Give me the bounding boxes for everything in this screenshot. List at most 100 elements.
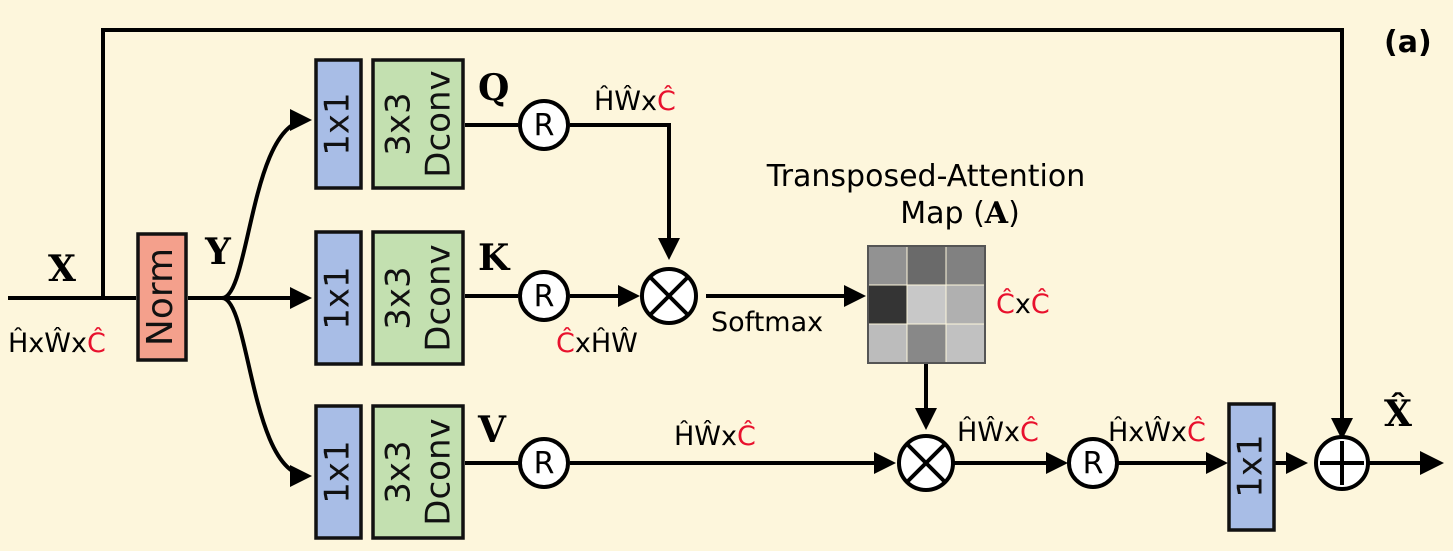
arrow-output [1420, 451, 1444, 475]
v-conv1x1-box [314, 404, 363, 540]
arrow-q-mult [658, 238, 680, 260]
arrow-r-final [1046, 452, 1068, 474]
v-dconv-label-2: Dconv [419, 418, 459, 525]
k-reshape-node [518, 270, 570, 322]
arrow-k [290, 287, 312, 309]
attention-cell-0-2 [945, 245, 986, 286]
branch-k: 1x1 3x3 Dconv K R [314, 230, 570, 366]
k-out-dims-accent: Ĉ [556, 327, 575, 359]
input-dims-accent: Ĉ [87, 327, 106, 359]
attention-cell-2-1 [906, 323, 947, 364]
q-r-to-mult [570, 123, 671, 252]
q-reshape-label: R [534, 109, 555, 144]
mult2-out-dims: ĤŴxĈ [957, 416, 1039, 448]
q-conv1x1-label: 1x1 [318, 92, 358, 155]
attention-title-symbol: A [984, 196, 1009, 231]
attention-map-grid [867, 245, 986, 364]
attn-map-dims-mid: x [1015, 289, 1031, 320]
v-reshape-label: R [534, 447, 555, 482]
attn-map-dims: ĈxĈ [996, 288, 1050, 320]
norm-label: Norm [140, 248, 181, 346]
y-symbol: Y [204, 231, 232, 273]
softmax-label: Softmax [711, 307, 823, 338]
k-conv1x1-box [314, 230, 363, 366]
input-symbol: X [48, 248, 76, 290]
branch-q-curve [221, 118, 309, 300]
k-out-dims: ĈxĤŴ [556, 327, 638, 359]
k-out-dims-suffix: xĤŴ [575, 327, 638, 359]
k-dconv-box [371, 230, 465, 366]
k-conv1x1-label: 1x1 [318, 266, 358, 329]
k-reshape-label: R [534, 280, 555, 315]
skip-connection [101, 28, 1344, 432]
multiply-qk [640, 267, 698, 325]
attention-title-line2: Map (A) [900, 196, 1020, 231]
q-conv1x1-box [314, 58, 363, 190]
norm-box [136, 232, 188, 362]
multiply-av-cross-b [906, 443, 946, 483]
arrow-q [290, 109, 312, 131]
arrow-v [290, 465, 312, 487]
attention-cell-2-2 [945, 323, 986, 364]
arrow-skip-add [1331, 418, 1353, 440]
q-dconv-box [371, 58, 465, 190]
v-conv1x1-label: 1x1 [318, 440, 358, 503]
output-symbol: X̂ [1384, 392, 1412, 435]
v-dconv-label-1: 3x3 [379, 440, 419, 503]
output-conv-box [1227, 402, 1276, 532]
arrow-mult2-top [915, 408, 937, 430]
attention-cell-0-0 [867, 245, 908, 286]
arrow-attn [844, 285, 866, 307]
panel-label: (a) [1384, 25, 1432, 60]
q-out-dims: ĤŴxĈ [594, 85, 676, 117]
branch-q: 1x1 3x3 Dconv Q R [314, 58, 570, 190]
q-symbol: Q [478, 67, 509, 109]
branch-v-curve [221, 296, 309, 478]
add-op [1314, 435, 1370, 491]
attn-map-dims-accent1: Ĉ [996, 288, 1015, 320]
reshape-final-node [1067, 437, 1119, 489]
attention-cell-1-0 [867, 284, 908, 325]
k-symbol: K [478, 237, 511, 279]
attention-cell-0-1 [906, 245, 947, 286]
v-dconv-box [371, 404, 465, 540]
input-dims-prefix: ĤxŴx [8, 327, 87, 359]
mult2-out-dims-prefix: ĤŴx [957, 416, 1020, 448]
arrow-k-mult [618, 285, 640, 307]
arrow-add-left [1286, 452, 1308, 474]
v-symbol: V [477, 409, 507, 451]
v-out-dims-accent: Ĉ [737, 420, 756, 452]
q-out-dims-accent: Ĉ [657, 85, 676, 117]
k-dconv-label-2: Dconv [419, 244, 459, 351]
multiply-qk-cross-b [649, 276, 689, 316]
reshape-final-label: R [1083, 447, 1104, 482]
attention-map-border [867, 245, 986, 364]
norm-block: Norm [136, 232, 188, 362]
attention-cell-2-0 [867, 323, 908, 364]
attention-title-prefix: Map ( [900, 196, 985, 231]
r-out-dims-accent: Ĉ [1187, 416, 1206, 448]
output-conv-label: 1x1 [1231, 434, 1271, 497]
attention-title-suffix: ) [1008, 196, 1020, 231]
q-reshape-node [518, 99, 570, 151]
input-dims: ĤxŴxĈ [8, 327, 106, 359]
attn-map-dims-accent2: Ĉ [1031, 288, 1050, 320]
output-conv: 1x1 [1227, 402, 1276, 532]
reshape-final: R [1067, 437, 1119, 489]
attention-title-line1: Transposed-Attention [766, 159, 1085, 194]
attention-cell-1-2 [945, 284, 986, 325]
q-dconv-label-2: Dconv [419, 70, 459, 177]
v-out-dims-prefix: ĤŴx [674, 420, 737, 452]
arrowheads [290, 109, 1444, 487]
r-out-dims: ĤxŴxĈ [1108, 416, 1206, 448]
arrow-conv-out [1206, 452, 1228, 474]
q-out-dims-prefix: ĤŴx [594, 85, 657, 117]
mult2-out-dims-accent: Ĉ [1020, 416, 1039, 448]
multiply-av [897, 434, 955, 492]
r-out-dims-prefix: ĤxŴx [1108, 416, 1187, 448]
arrow-mult2-left [874, 452, 896, 474]
q-dconv-label-1: 3x3 [379, 92, 419, 155]
branch-v: 1x1 3x3 Dconv V R [314, 404, 570, 540]
